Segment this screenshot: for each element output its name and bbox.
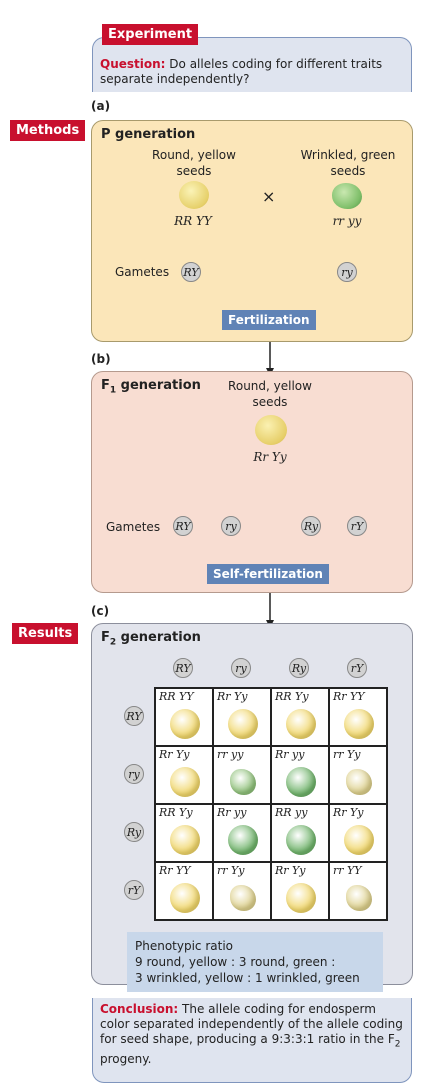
cell-genotype: RR Yy [159,806,193,819]
row-gamete-RY: RY [124,706,144,726]
punnett-cell: Rr Yy [213,688,271,746]
round-green-seed-icon [228,825,258,855]
genotype-left: RR YY [174,214,212,228]
round-yellow-seed-icon [170,767,200,797]
row-gamete-Ry: Ry [124,822,144,842]
punnett-cell: RR yy [271,804,329,862]
conclusion-text: Conclusion: The allele coding for endosp… [100,1002,403,1067]
round-yellow-seed-icon [170,825,200,855]
f1-seed-icon [255,415,287,445]
p-generation-title: P generation [101,127,196,142]
experiment-box [92,37,412,92]
cell-genotype: RR Yy [275,690,309,703]
cell-genotype: Rr Yy [217,690,248,703]
round-yellow-seed-icon [228,709,258,739]
punnett-cell: RR Yy [155,804,213,862]
cross-symbol: × [262,187,276,206]
round-yellow-seed-icon [179,181,209,209]
ratio-title: Phenotypic ratio [135,939,234,953]
conclusion-label: Conclusion: [100,1002,179,1016]
cell-genotype: Rr YY [159,864,191,877]
round-yellow-seed-icon [344,825,374,855]
panel-label-a: (a) [91,99,111,113]
parent-right-phenotype: Wrinkled, green seeds [300,148,396,178]
round-green-seed-icon [286,767,316,797]
round-green-seed-icon [286,825,316,855]
methods-tag: Methods [10,120,86,141]
f1-gamete-Ry: Ry [301,516,321,536]
col-gamete-ry: ry [231,658,251,678]
self-fertilization-tag: Self-fertilization [207,564,329,584]
f1-genotype: Rr Yy [253,450,287,464]
p-generation-panel [91,120,413,342]
cell-genotype: rr Yy [333,748,361,761]
round-yellow-seed-icon [170,709,200,739]
punnett-cell: Rr Yy [329,804,387,862]
cell-genotype: Rr YY [333,690,365,703]
col-gamete-rY: rY [347,658,367,678]
experiment-question: Question: Do alleles coding for differen… [100,57,400,87]
punnett-cell: Rr YY [155,862,213,920]
f1-phenotype: Round, yellow seeds [228,379,312,409]
wrinkled-yellow-seed-icon [346,885,372,911]
f2-generation-title: F2 generation [101,630,201,648]
results-tag: Results [12,623,79,644]
wrinkled-yellow-seed-icon [346,769,372,795]
question-text: Do alleles coding for different traits s… [100,57,383,86]
gamete-RY: RY [181,262,201,282]
cell-genotype: Rr yy [217,806,247,819]
punnett-cell: Rr yy [271,746,329,804]
cell-genotype: Rr Yy [333,806,364,819]
cell-genotype: rr YY [333,864,362,877]
round-yellow-seed-icon [286,883,316,913]
ratio-line-2: 3 wrinkled, yellow : 1 wrinkled, green [135,971,360,985]
punnett-cell: rr Yy [329,746,387,804]
round-yellow-seed-icon [170,883,200,913]
gametes-label-f1: Gametes [106,520,161,534]
genotype-right: rr yy [332,214,362,228]
round-yellow-seed-icon [286,709,316,739]
f1-gamete-ry: ry [221,516,241,536]
cell-genotype: Rr Yy [275,864,306,877]
cell-genotype: rr yy [217,748,244,761]
f1-gamete-RY: RY [173,516,193,536]
punnett-square: RR YY Rr Yy RR Yy Rr YY Rr Yy rr yy Rr yy rr Yy… [154,687,388,921]
punnett-cell: rr YY [329,862,387,920]
panel-label-b: (b) [91,352,111,366]
row-gamete-ry: ry [124,764,144,784]
punnett-cell: RR Yy [271,688,329,746]
punnett-cell: Rr YY [329,688,387,746]
f1-generation-panel [91,371,413,593]
fertilization-tag: Fertilization [222,310,316,330]
punnett-cell: RR YY [155,688,213,746]
cell-genotype: RR yy [275,806,308,819]
wrinkled-yellow-seed-icon [230,885,256,911]
round-yellow-seed-icon [344,709,374,739]
cell-genotype: RR YY [159,690,194,703]
punnett-cell: Rr Yy [271,862,329,920]
wrinkled-green-seed-icon [230,769,256,795]
cell-genotype: Rr yy [275,748,305,761]
gametes-label-p: Gametes [115,265,170,279]
gamete-ry: ry [337,262,357,282]
phenotypic-ratio-box: Phenotypic ratio 9 round, yellow : 3 rou… [127,932,383,992]
panel-label-c: (c) [91,604,110,618]
cell-genotype: Rr Yy [159,748,190,761]
f1-gamete-rY: rY [347,516,367,536]
question-label: Question: [100,57,166,71]
wrinkled-green-seed-icon [332,183,362,209]
punnett-cell: rr Yy [213,862,271,920]
col-gamete-RY: RY [173,658,193,678]
f1-generation-title: F1 generation [101,378,201,396]
punnett-cell: rr yy [213,746,271,804]
row-gamete-rY: rY [124,880,144,900]
experiment-tag: Experiment [102,24,199,45]
col-gamete-Ry: Ry [289,658,309,678]
punnett-cell: Rr Yy [155,746,213,804]
cell-genotype: rr Yy [217,864,245,877]
parent-left-phenotype: Round, yellow seeds [152,148,236,178]
punnett-cell: Rr yy [213,804,271,862]
ratio-line-1: 9 round, yellow : 3 round, green : [135,955,336,969]
